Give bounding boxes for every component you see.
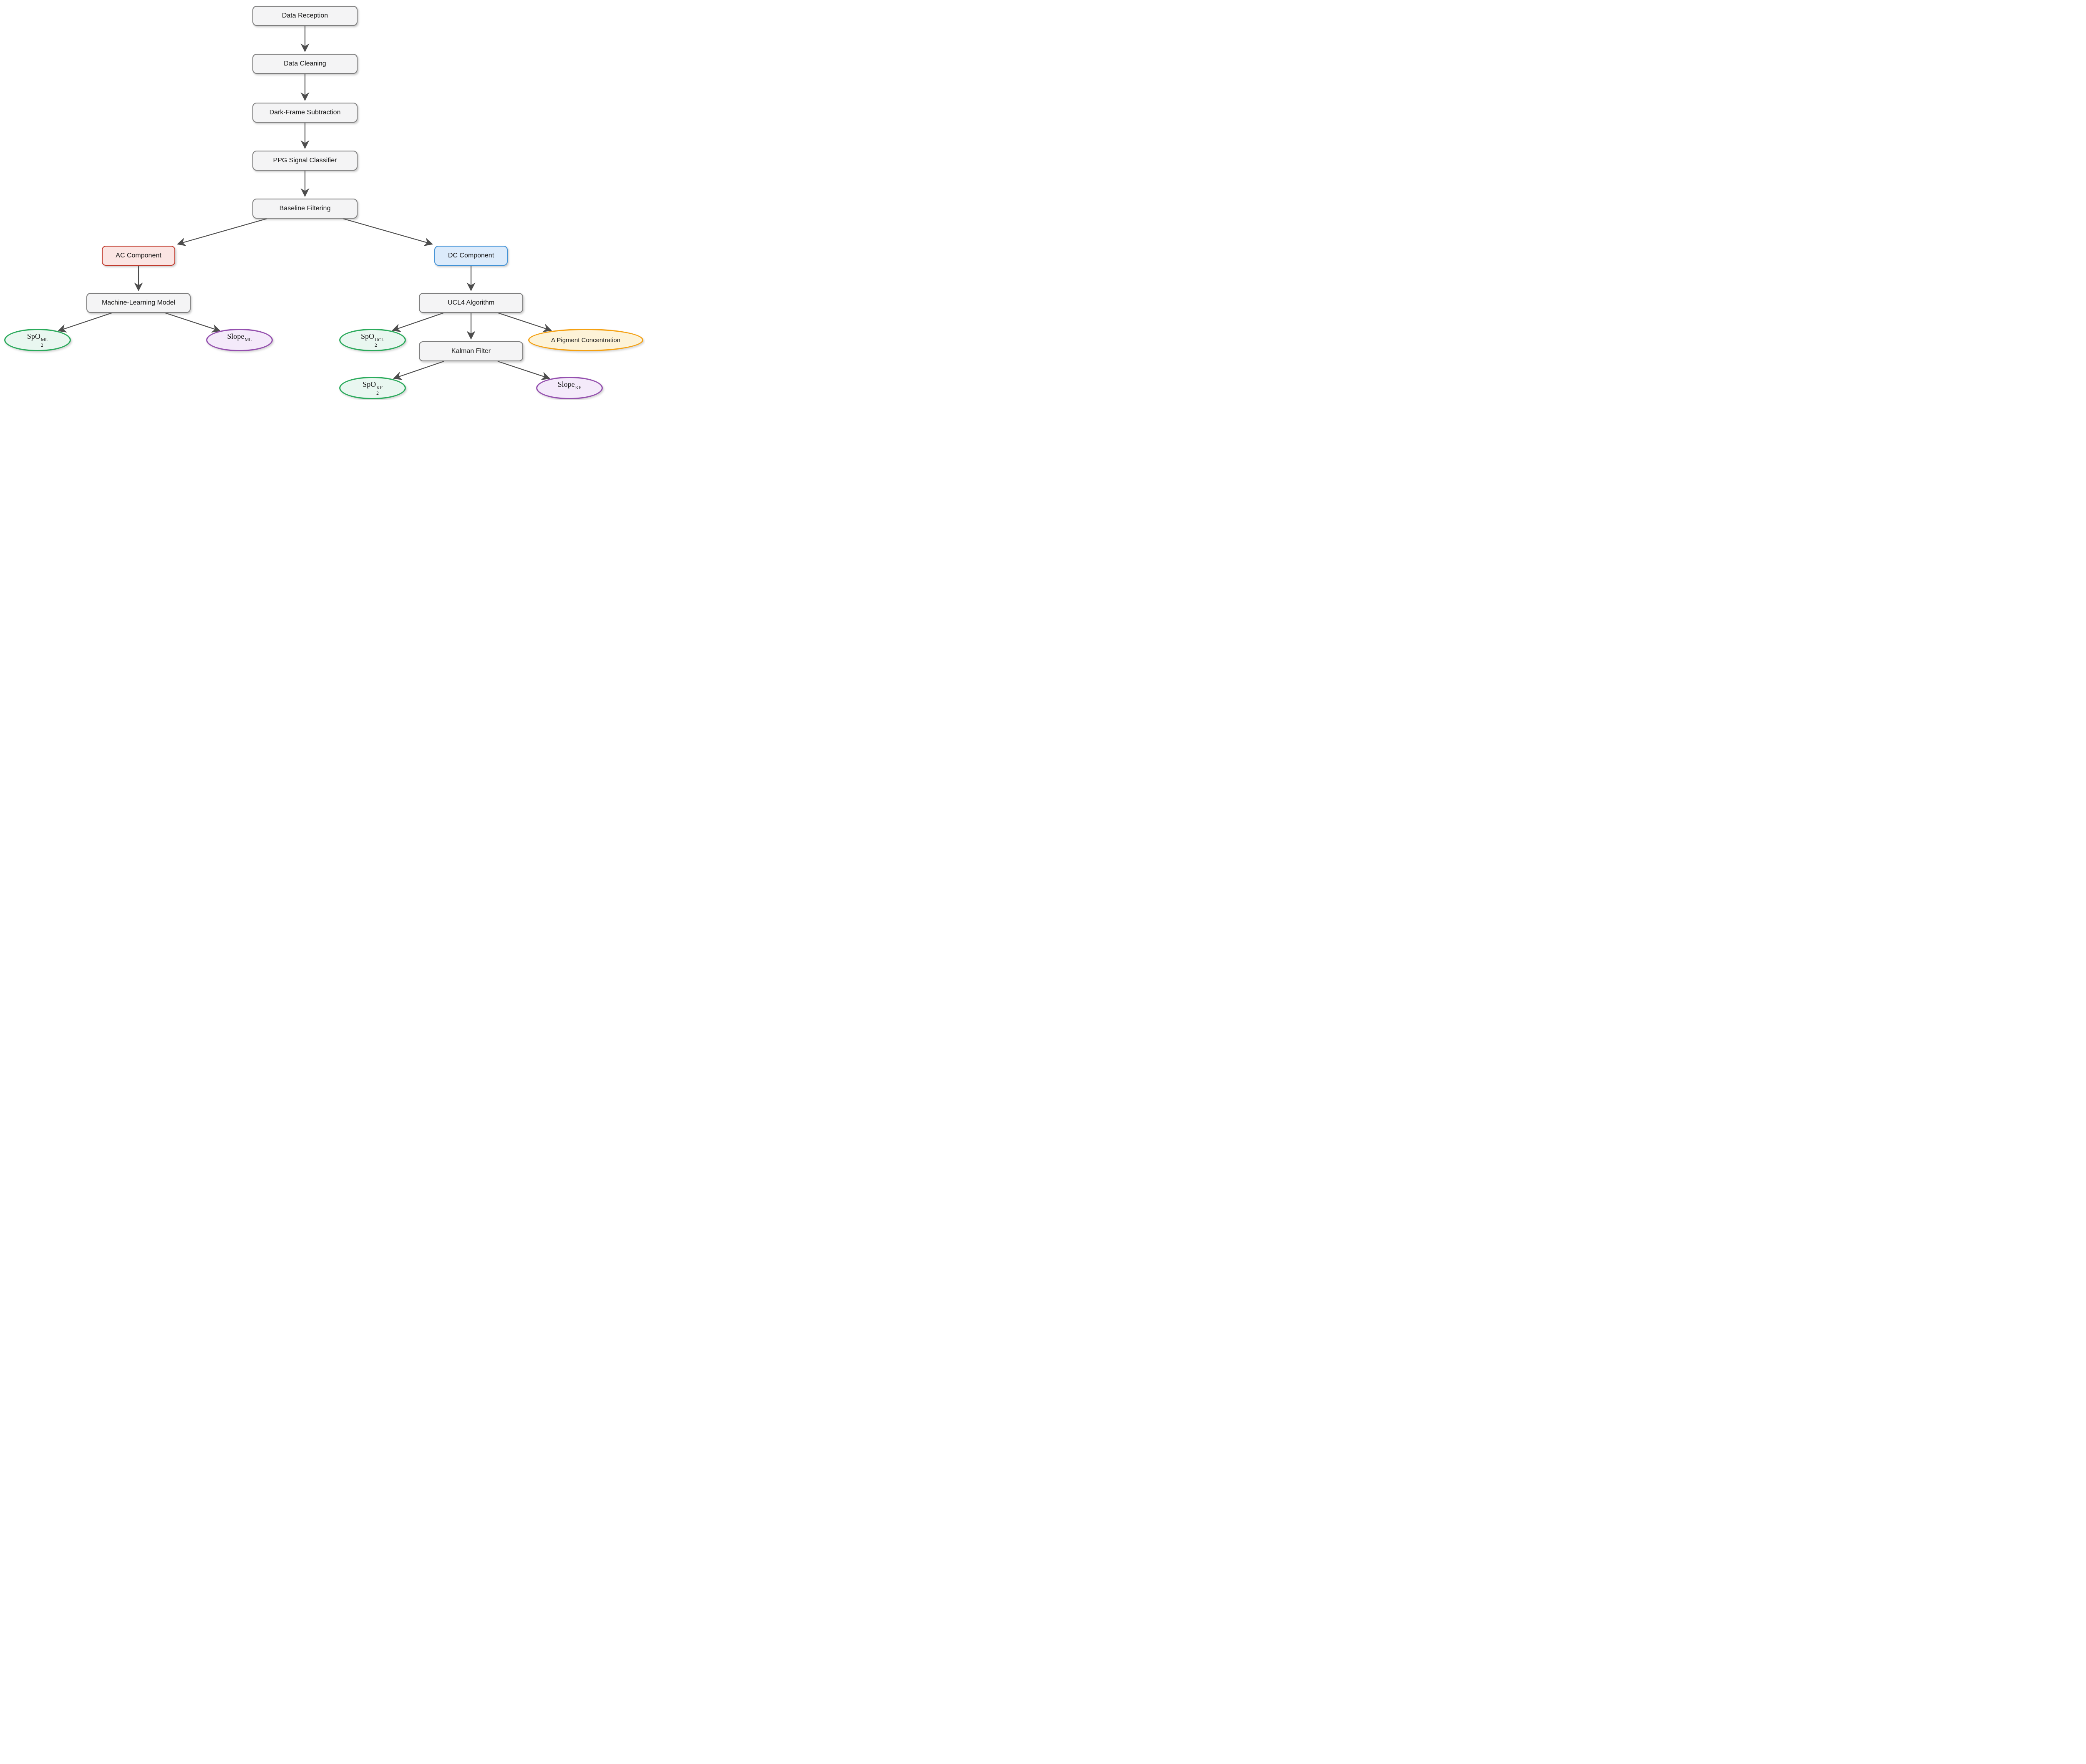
flowchart-canvas: Data Reception Data Cleaning Dark-Frame … xyxy=(0,0,645,400)
edge-kalman-spo2kf xyxy=(393,360,444,380)
edge-mlmodel-slopeml xyxy=(165,312,221,333)
node-baseline-filtering: Baseline Filtering xyxy=(252,199,358,219)
edge-mlmodel-spo2ml xyxy=(58,312,112,333)
node-ac-component: AC Component xyxy=(102,246,175,266)
node-label: PPG Signal Classifier xyxy=(273,157,337,164)
edge-kalman-slopekf xyxy=(497,360,550,381)
node-label: UCL4 Algorithm xyxy=(447,299,495,306)
node-label: Data Cleaning xyxy=(284,60,326,67)
node-dark-frame-subtraction: Dark-Frame Subtraction xyxy=(252,103,358,123)
node-label: Machine-Learning Model xyxy=(101,299,176,306)
node-label: AC Component xyxy=(116,252,161,259)
node-ucl4-algorithm: UCL4 Algorithm xyxy=(419,293,523,313)
node-label: Δ Pigment Concentration xyxy=(551,336,620,344)
node-dc-component: DC Component xyxy=(434,246,508,266)
node-label: Dark-Frame Subtraction xyxy=(269,109,341,116)
node-machine-learning-model: Machine-Learning Model xyxy=(86,293,191,313)
node-data-reception: Data Reception xyxy=(252,6,358,26)
node-ppg-signal-classifier: PPG Signal Classifier xyxy=(252,151,358,171)
node-label: DC Component xyxy=(448,252,494,259)
edge-baseline-ac xyxy=(176,218,267,246)
edge-ucl4-pigment xyxy=(498,312,552,333)
node-data-cleaning: Data Cleaning xyxy=(252,54,358,74)
edge-baseline-dc xyxy=(343,218,433,246)
node-label: Data Reception xyxy=(282,12,328,19)
node-output-delta-pigment: Δ Pigment Concentration xyxy=(528,329,643,351)
node-label: Baseline Filtering xyxy=(279,205,331,212)
node-label: Kalman Filter xyxy=(451,348,491,355)
node-kalman-filter: Kalman Filter xyxy=(419,341,523,361)
edge-ucl4-spo2ucl xyxy=(392,312,444,332)
edges-layer xyxy=(58,26,552,381)
